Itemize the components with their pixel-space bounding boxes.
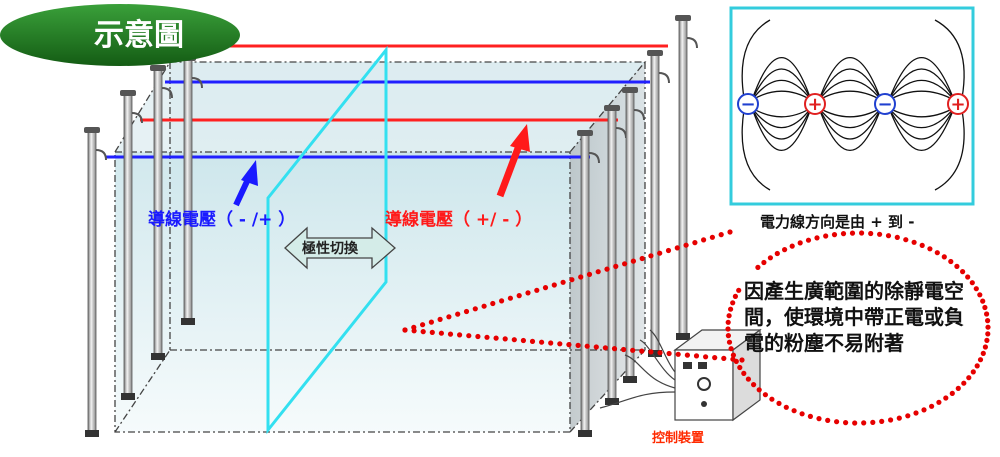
pole-6 [604,105,627,405]
pole-3 [150,65,173,360]
negative-charge: − [737,93,759,115]
badge-title: 示意圖 [94,18,184,53]
pole-5 [577,130,600,437]
field-lines-inset: − + − + [729,6,975,206]
blue-voltage-arrow [233,160,258,207]
pole-9 [675,15,698,340]
callout-dotted [402,229,991,426]
red-voltage-label: 導線電壓（ +/ - ） [385,210,533,230]
control-device [599,328,762,422]
red-voltage-arrow [496,124,530,198]
callout-note: 因產生廣範圍的除靜電空間，使環境中帶正電或負電的粉塵不易附著 [744,279,964,355]
negative-charge: − [874,93,896,115]
svg-text:−: − [877,94,892,115]
positive-charge: + [804,93,826,115]
blue-voltage-label: 導線電壓（ - /+ ） [148,210,296,230]
title-badge [0,4,240,66]
pole-1 [84,127,107,437]
positive-charge: + [947,93,969,115]
svg-text:+: + [807,94,822,115]
controller-caption: 控制裝置 [652,431,705,446]
polarity-switch-plane [266,45,388,435]
polarity-switch-label: 極性切換 [302,241,358,257]
field-direction-caption: 電力線方向是由 + 到 - [760,213,915,231]
wires [105,44,668,159]
pole-7 [622,87,645,383]
field-line-arcs [741,19,965,191]
svg-text:+: + [950,94,965,115]
svg-text:−: − [740,94,755,115]
pole-8 [647,50,670,357]
pole-2 [120,90,143,400]
polarity-switch-arrow [284,226,396,270]
poles [84,15,698,437]
